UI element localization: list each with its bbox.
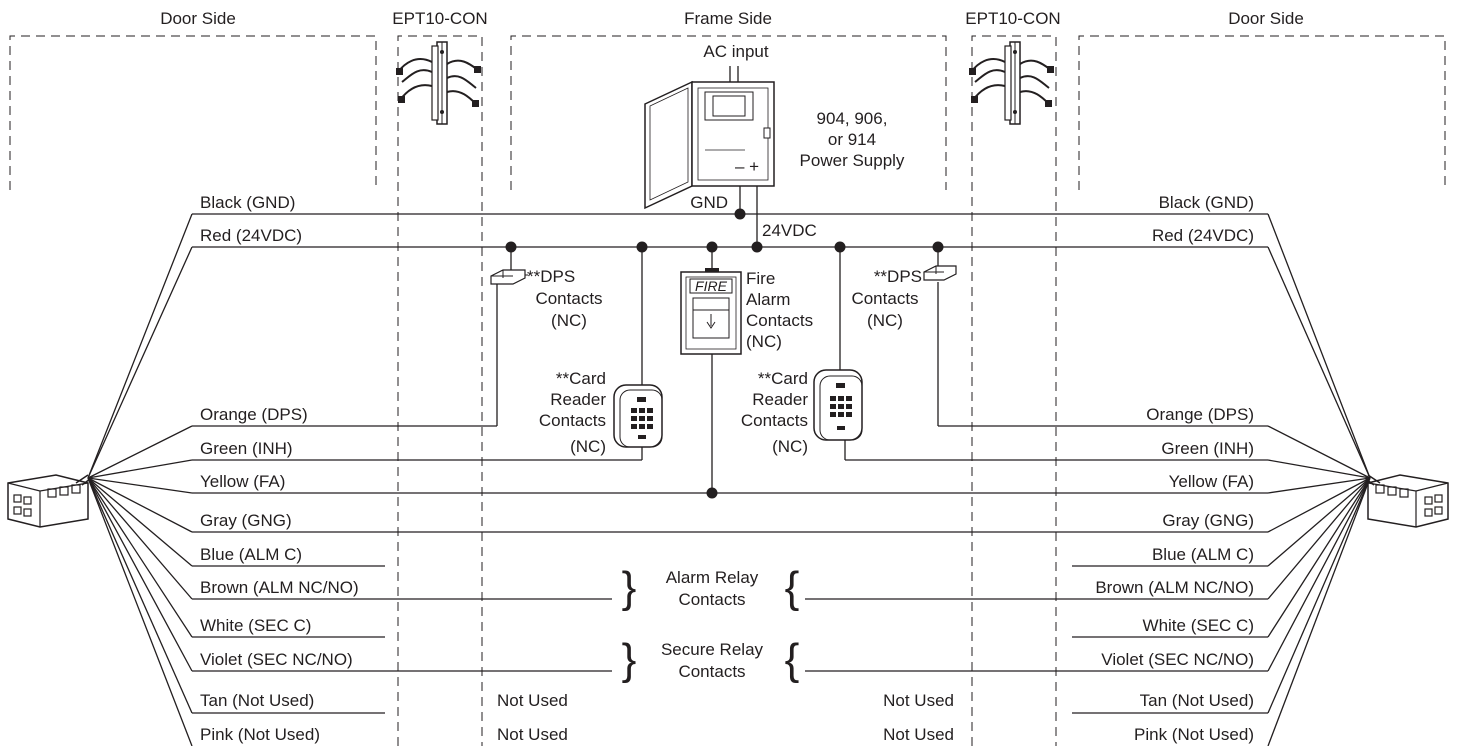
wire-connector-icon-left <box>7 474 91 528</box>
wire-label-orange-left: Orange (DPS) <box>200 405 308 424</box>
dps-switch-icon-left <box>490 269 528 285</box>
zone-boundaries <box>9 35 1446 746</box>
fire-alarm-pull-station-icon <box>680 268 742 355</box>
zone-label-right-door-side: Door Side <box>1228 9 1304 28</box>
zone-label-right-ept10-con: EPT10-CON <box>965 9 1060 28</box>
alarm-relay-brace-left: } <box>622 563 637 612</box>
wire-fan-left <box>87 213 193 746</box>
dps-label-left-line2: Contacts <box>535 289 602 308</box>
wire-label-blue-right: Blue (ALM C) <box>1152 545 1254 564</box>
horizontal-wires <box>192 213 1268 714</box>
wire-label-gray-right: Gray (GNG) <box>1162 511 1254 530</box>
dps-label-left-line1: **DPS <box>527 267 575 286</box>
wire-label-brown-left: Brown (ALM NC/NO) <box>200 578 359 597</box>
card-reader-label-left-line2: Reader <box>550 390 606 409</box>
power-supply-model-line1: 904, 906, <box>817 109 888 128</box>
fire-alarm-panel-text: FIRE <box>695 278 728 294</box>
alarm-relay-brace-right: { <box>785 563 800 612</box>
junction-dots <box>505 208 944 499</box>
ept10-con-hinge-icon-left <box>396 41 481 125</box>
card-reader-label-right-line1: **Card <box>758 369 808 388</box>
dps-label-right-line2: Contacts <box>851 289 918 308</box>
wire-labels-right: Black (GND) Red (24VDC) Orange (DPS) Gre… <box>1095 193 1254 744</box>
wire-label-red-left: Red (24VDC) <box>200 226 302 245</box>
secure-relay-brace-left: } <box>622 635 637 684</box>
wire-label-pink-left: Pink (Not Used) <box>200 725 320 744</box>
wire-label-yellow-left: Yellow (FA) <box>200 472 285 491</box>
ac-input-label: AC input <box>703 42 768 61</box>
power-supply-model-line2: or 914 <box>828 130 876 149</box>
wire-label-violet-left: Violet (SEC NC/NO) <box>200 650 353 669</box>
power-supply-terminals: – + <box>735 157 759 176</box>
zone-label-frame-side: Frame Side <box>684 9 772 28</box>
power-supply-icon <box>644 80 775 210</box>
wire-connector-icon-right <box>1365 474 1449 528</box>
wire-label-green-right: Green (INH) <box>1161 439 1254 458</box>
wire-label-violet-right: Violet (SEC NC/NO) <box>1101 650 1254 669</box>
card-reader-label-right-line2: Reader <box>752 390 808 409</box>
wire-label-orange-right: Orange (DPS) <box>1146 405 1254 424</box>
card-reader-icon-left <box>613 384 663 448</box>
wire-label-red-right: Red (24VDC) <box>1152 226 1254 245</box>
vertical-connections <box>496 247 939 493</box>
dps-label-left-line3: (NC) <box>551 311 587 330</box>
secure-relay-label-line1: Secure Relay <box>661 640 764 659</box>
wire-label-blue-left: Blue (ALM C) <box>200 545 302 564</box>
not-used-label-tan-frame-left: Not Used <box>497 691 568 710</box>
wire-label-tan-right: Tan (Not Used) <box>1140 691 1254 710</box>
card-reader-icon-right <box>813 369 863 441</box>
wire-label-tan-left: Tan (Not Used) <box>200 691 314 710</box>
wire-label-brown-right: Brown (ALM NC/NO) <box>1095 578 1254 597</box>
not-used-label-tan-frame-right: Not Used <box>883 691 954 710</box>
card-reader-label-right-line3: Contacts <box>741 411 808 430</box>
secure-relay-brace-right: { <box>785 635 800 684</box>
wire-fan-right <box>1267 213 1371 746</box>
card-reader-label-left-line4: (NC) <box>570 437 606 456</box>
wire-label-white-left: White (SEC C) <box>200 616 311 635</box>
wire-label-pink-right: Pink (Not Used) <box>1134 725 1254 744</box>
secure-relay-label-line2: Contacts <box>678 662 745 681</box>
not-used-label-pink-frame-right: Not Used <box>883 725 954 744</box>
zone-label-left-ept10-con: EPT10-CON <box>392 9 487 28</box>
card-reader-label-right-line4: (NC) <box>772 437 808 456</box>
wire-label-black-right: Black (GND) <box>1159 193 1254 212</box>
card-reader-label-left-line3: Contacts <box>539 411 606 430</box>
alarm-relay-label-line2: Contacts <box>678 590 745 609</box>
wire-label-black-left: Black (GND) <box>200 193 295 212</box>
wire-label-gray-left: Gray (GNG) <box>200 511 292 530</box>
fire-alarm-label-line4: (NC) <box>746 332 782 351</box>
psu-24vdc-label: 24VDC <box>762 221 817 240</box>
dps-switch-icon-right <box>923 265 957 281</box>
wire-label-white-right: White (SEC C) <box>1143 616 1254 635</box>
alarm-relay-label-line1: Alarm Relay <box>666 568 759 587</box>
dps-label-right-line3: (NC) <box>867 311 903 330</box>
zone-label-left-door-side: Door Side <box>160 9 236 28</box>
wire-labels-left: Black (GND) Red (24VDC) Orange (DPS) Gre… <box>200 193 359 744</box>
dps-label-right-line1: **DPS <box>874 267 922 286</box>
ac-input-wires <box>729 66 739 82</box>
power-supply-model-line3: Power Supply <box>800 151 905 170</box>
fire-alarm-label-line1: Fire <box>746 269 775 288</box>
ept10-con-hinge-icon-right <box>969 41 1054 125</box>
fire-alarm-label-line2: Alarm <box>746 290 790 309</box>
not-used-label-pink-frame-left: Not Used <box>497 725 568 744</box>
psu-gnd-label: GND <box>690 193 728 212</box>
card-reader-label-left-line1: **Card <box>556 369 606 388</box>
wire-label-green-left: Green (INH) <box>200 439 293 458</box>
wire-label-yellow-right: Yellow (FA) <box>1169 472 1254 491</box>
fire-alarm-label-line3: Contacts <box>746 311 813 330</box>
